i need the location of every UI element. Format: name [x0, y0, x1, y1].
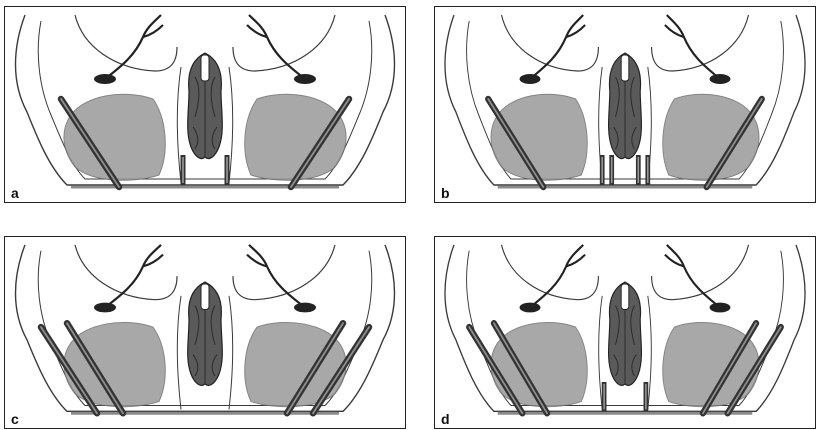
right-infraorbital-foramen	[710, 303, 731, 313]
nasal-implant	[600, 155, 605, 185]
panel-b: b	[434, 6, 816, 203]
maxilla-illustration	[5, 7, 405, 202]
right-infraorbital-nerve	[665, 245, 720, 308]
panel-c: c	[4, 236, 406, 429]
nasal-implant	[225, 155, 230, 185]
right-nasal-wall	[229, 296, 233, 410]
right-infraorbital-foramen	[294, 74, 316, 84]
panel-label: b	[441, 186, 450, 200]
right-infraorbital-nerve	[247, 15, 305, 79]
right-infraorbital-foramen	[294, 303, 316, 313]
panel-label: c	[11, 412, 19, 426]
nasal-implant	[609, 155, 614, 185]
nasal-septum	[609, 282, 642, 385]
panel-label: a	[11, 186, 19, 200]
right-maxillary-sinus	[245, 94, 346, 180]
nasal-implant	[181, 155, 186, 185]
nasal-septum	[188, 282, 223, 385]
left-nasal-wall	[177, 296, 181, 410]
left-infraorbital-nerve	[105, 15, 163, 79]
left-maxillary-sinus	[64, 94, 165, 180]
right-infraorbital-foramen	[710, 74, 731, 84]
right-maxillary-sinus	[663, 94, 759, 180]
nasal-septum	[609, 53, 642, 159]
nasal-septum	[188, 53, 223, 159]
left-infraorbital-foramen	[94, 74, 116, 84]
left-nasal-wall	[177, 67, 181, 183]
nasal-implant	[636, 155, 641, 185]
left-infraorbital-nerve	[530, 245, 585, 308]
left-infraorbital-foramen	[520, 303, 541, 313]
panel-d: d	[434, 236, 816, 429]
nasal-implant	[602, 382, 607, 411]
maxilla-illustration	[5, 237, 405, 428]
anatomy	[445, 15, 805, 187]
panel-a: a	[4, 6, 406, 203]
anatomy	[16, 15, 395, 187]
panel-label: d	[441, 412, 450, 426]
left-maxillary-sinus	[491, 94, 587, 180]
nasal-implant	[645, 155, 650, 185]
right-nasal-wall	[229, 67, 233, 183]
right-infraorbital-nerve	[247, 245, 305, 308]
left-infraorbital-nerve	[105, 245, 163, 308]
left-infraorbital-foramen	[520, 74, 541, 84]
left-infraorbital-nerve	[530, 15, 585, 79]
nasal-implant	[644, 382, 649, 411]
left-infraorbital-foramen	[94, 303, 116, 313]
left-nasal-wall	[599, 296, 603, 410]
right-nasal-wall	[648, 296, 652, 410]
right-infraorbital-nerve	[665, 15, 720, 79]
maxilla-illustration	[435, 237, 815, 428]
maxilla-illustration	[435, 7, 815, 202]
